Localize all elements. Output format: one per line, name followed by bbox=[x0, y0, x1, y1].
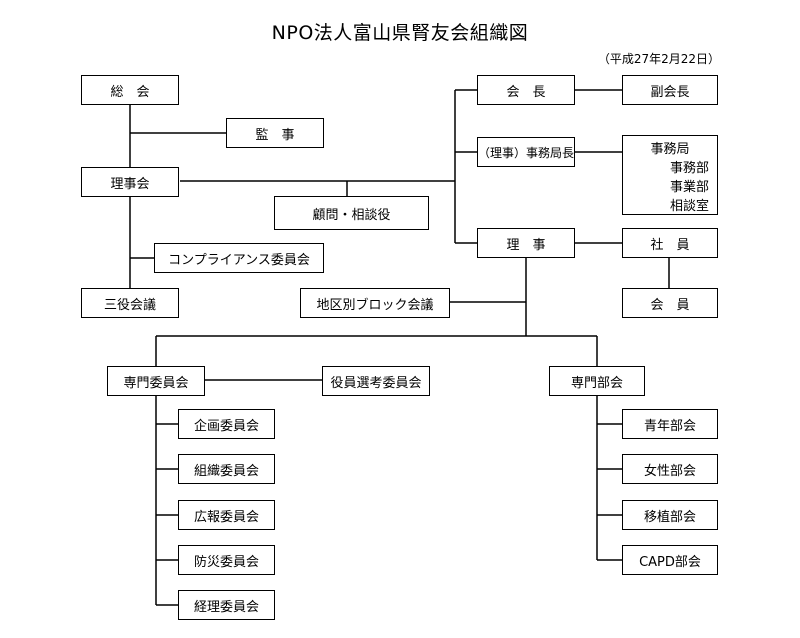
node-employees: 社 員 bbox=[622, 228, 718, 258]
node-organization-committee: 組織委員会 bbox=[178, 454, 275, 484]
node-auditor: 監 事 bbox=[226, 118, 324, 148]
node-directors: 理 事 bbox=[477, 228, 575, 258]
node-general-assembly: 総 会 bbox=[81, 75, 179, 105]
chart-date: （平成27年2月22日） bbox=[597, 52, 720, 66]
node-transplant-division: 移植部会 bbox=[622, 500, 718, 530]
node-accounting-committee: 経理委員会 bbox=[178, 590, 275, 620]
node-vice-chairman: 副会長 bbox=[622, 75, 718, 105]
node-officer-selection-committee: 役員選考委員会 bbox=[322, 366, 430, 396]
secretariat-title: 事務局 bbox=[650, 142, 690, 157]
node-secretariat: 事務局 事務部 事業部 相談室 bbox=[622, 135, 718, 215]
node-board: 理事会 bbox=[81, 167, 179, 197]
node-members: 会 員 bbox=[622, 288, 718, 318]
node-capd-division: CAPD部会 bbox=[622, 545, 718, 575]
secretariat-item: 事業部 bbox=[669, 180, 709, 195]
node-disaster-committee: 防災委員会 bbox=[178, 545, 275, 575]
node-secretary-general: （理事）事務局長 bbox=[477, 137, 575, 167]
node-advisors: 顧問・相談役 bbox=[274, 196, 429, 230]
chart-title: NPO法人富山県腎友会組織図 bbox=[271, 22, 529, 44]
node-officers-meeting: 三役会議 bbox=[81, 288, 179, 318]
node-chairman: 会 長 bbox=[477, 75, 575, 105]
node-planning-committee: 企画委員会 bbox=[178, 409, 275, 439]
node-special-divisions: 専門部会 bbox=[549, 366, 645, 396]
secretariat-item: 事務部 bbox=[669, 161, 709, 176]
node-youth-division: 青年部会 bbox=[622, 409, 718, 439]
node-compliance-committee: コンプライアンス委員会 bbox=[154, 243, 324, 273]
node-regional-block-meeting: 地区別ブロック会議 bbox=[300, 288, 450, 318]
node-pr-committee: 広報委員会 bbox=[178, 500, 275, 530]
node-women-division: 女性部会 bbox=[622, 454, 718, 484]
node-special-committees: 専門委員会 bbox=[107, 366, 205, 396]
secretariat-item: 相談室 bbox=[669, 199, 709, 214]
